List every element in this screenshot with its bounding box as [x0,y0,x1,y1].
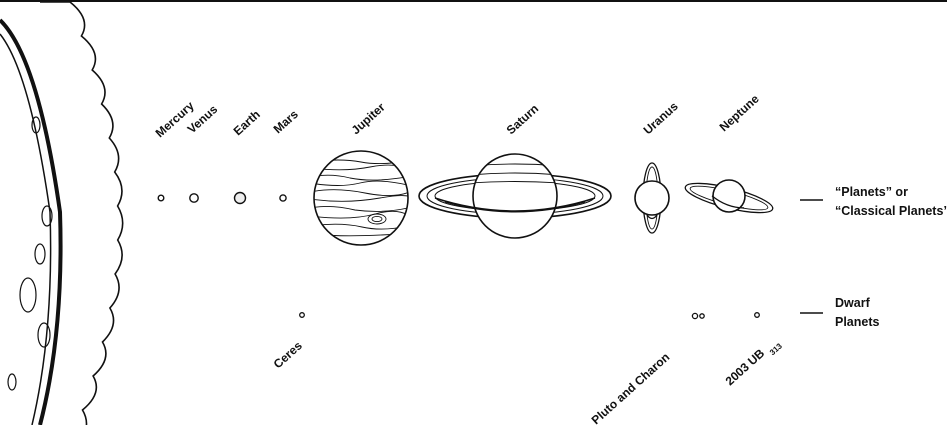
dwarf-category-line2: Planets [835,315,880,329]
neptune-label: Neptune [717,91,762,134]
saturn-label: Saturn [504,101,542,137]
sun-crater [8,374,16,390]
pluto-dwarf [692,313,697,318]
ub313-dwarf [755,313,760,318]
uranus-planet [635,163,669,233]
sun-surface-inner [0,34,51,425]
jupiter-planet [310,151,412,245]
sun-surface-outer [0,20,61,425]
earth-planet [235,193,246,204]
sun [0,2,123,425]
neptune-planet [683,177,775,218]
ub313-label: 2003 UB 313 [723,334,785,392]
ub313-label-subscript: 313 [768,341,784,357]
venus-planet [190,194,198,202]
mercury-planet [158,195,164,201]
mars-planet [280,195,286,201]
planets-category-line2: “Classical Planets” [835,204,947,218]
mercury-label: Mercury [153,98,197,140]
sun-crater [35,244,45,264]
ceres-dwarf [300,313,305,318]
ceres-label: Ceres [271,338,305,371]
mars-label: Mars [271,107,301,136]
saturn-planet [419,154,611,238]
charon-dwarf [700,314,704,318]
sun-crater [20,278,36,312]
dwarf-category-line1: Dwarf [835,296,871,310]
planets-category-line1: “Planets” or [835,185,908,199]
sun-crater [38,323,50,347]
uranus-label: Uranus [641,99,681,137]
jupiter-label: Jupiter [349,100,388,137]
ub313-label-main: 2003 UB [723,346,768,388]
pluto-charon-label: Pluto and Charon [589,350,673,425]
earth-label: Earth [231,107,263,138]
